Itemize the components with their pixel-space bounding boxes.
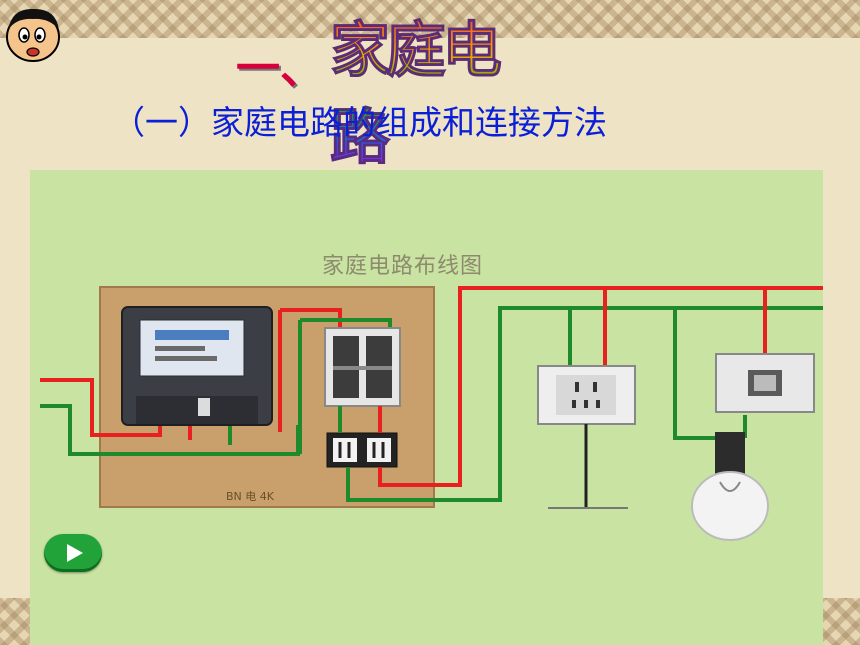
slide-title-text: 家庭电路 xyxy=(330,2,532,176)
wiring-diagram xyxy=(40,286,823,541)
play-button[interactable] xyxy=(44,534,102,572)
household-wires xyxy=(338,286,823,502)
slide-title: 一、 家庭电路 xyxy=(212,2,532,174)
wall-socket xyxy=(537,365,636,509)
incoming-wires xyxy=(40,308,392,456)
cartoon-face-icon xyxy=(6,8,60,62)
diagram-title: 家庭电路布线图 xyxy=(322,254,484,279)
play-icon xyxy=(67,544,83,562)
slide-subtitle: （一）家庭电路的组成和连接方法 xyxy=(112,103,607,142)
light-switch xyxy=(715,353,815,413)
wiring-diagram-panel: 家庭电路布线图 BN 电 4K xyxy=(30,170,823,645)
main-switch xyxy=(324,327,401,407)
meter-caption: BN 电 4K xyxy=(226,490,274,503)
fuse-box xyxy=(326,432,398,468)
slide-border-top xyxy=(0,0,860,38)
slide-title-number: 一、 xyxy=(236,43,324,94)
electricity-meter xyxy=(121,306,273,426)
light-bulb-icon xyxy=(691,432,769,541)
